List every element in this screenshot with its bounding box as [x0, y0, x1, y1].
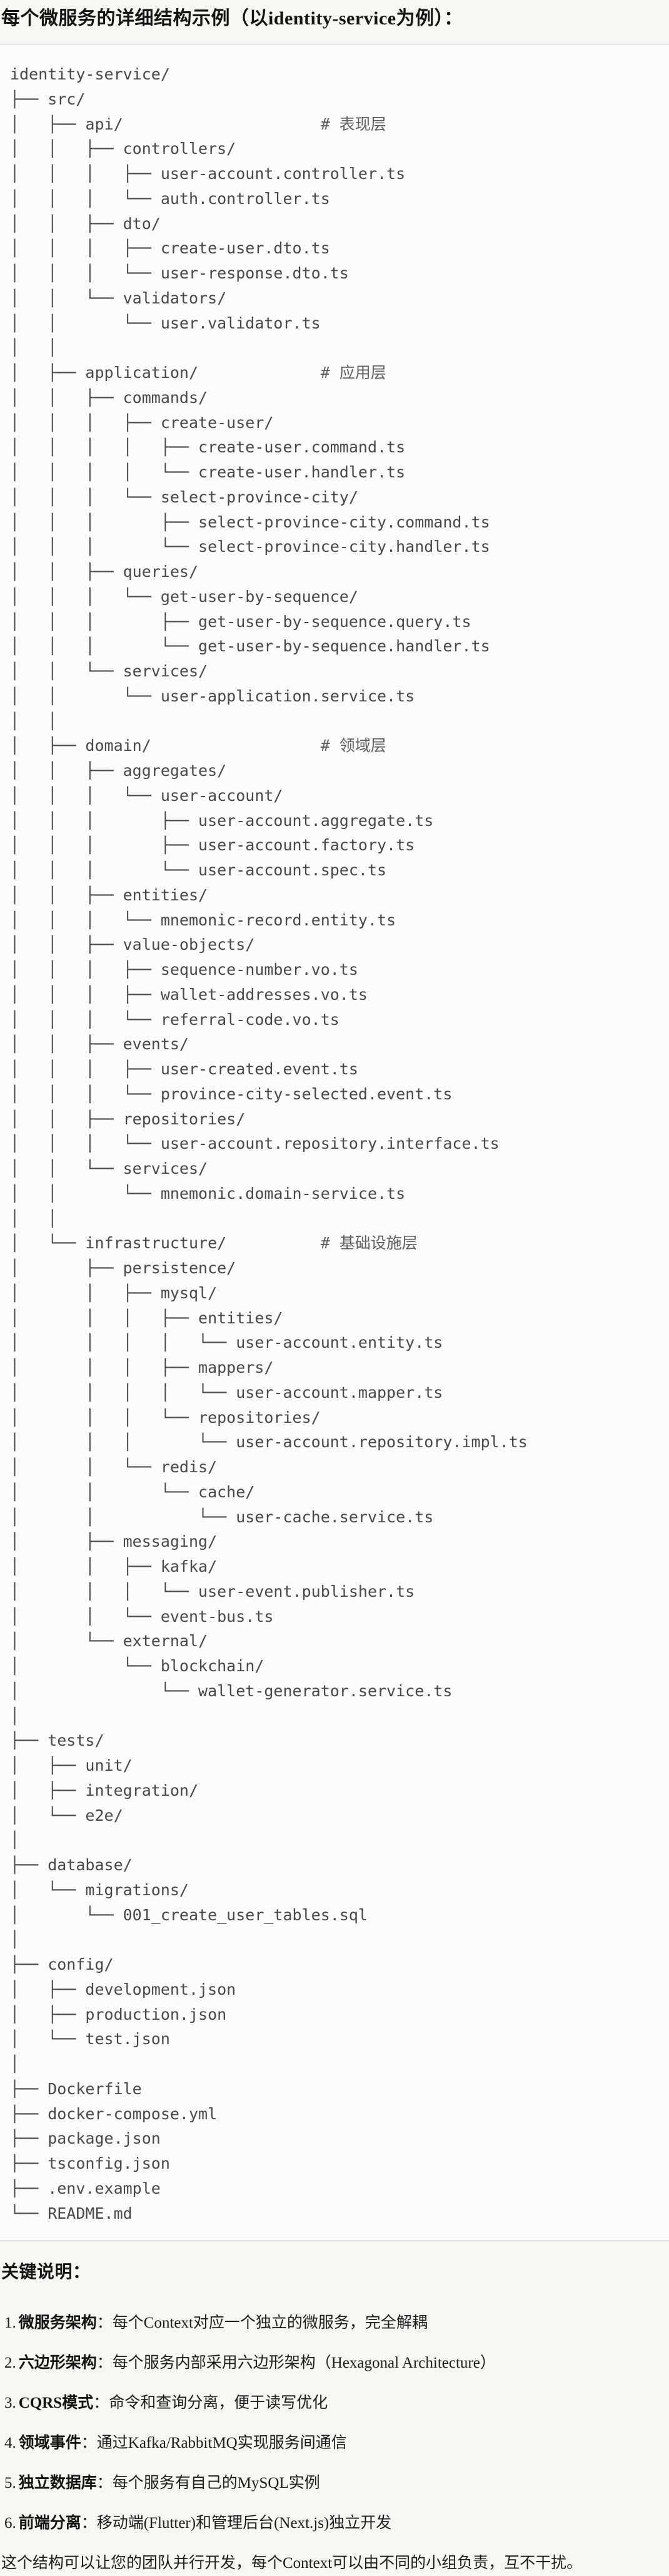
list-item-label: 领域事件: [18, 2435, 81, 2452]
list-item-number: 1.: [4, 2314, 16, 2332]
list-item: 5.独立数据库：每个服务有自己的MySQL实例: [4, 2475, 669, 2492]
list-item-number: 3.: [4, 2395, 16, 2412]
list-item-number: 2.: [4, 2355, 16, 2372]
list-item: 1.微服务架构：每个Context对应一个独立的微服务，完全解耦: [4, 2314, 669, 2331]
list-item: 3.CQRS模式：命令和查询分离，便于读写优化: [4, 2395, 669, 2411]
list-item-text: ：命令和查询分离，便于读写优化: [93, 2395, 328, 2412]
notes-footer: 这个结构可以让您的团队并行开发，每个Context可以由不同的小组负责，互不干扰…: [1, 2555, 583, 2572]
list-item-text: ：移动端(Flutter)和管理后台(Next.js)独立开发: [81, 2515, 392, 2532]
list-item-text: ：每个服务有自己的MySQL实例: [96, 2475, 320, 2492]
list-item-text: ：每个Context对应一个独立的微服务，完全解耦: [96, 2314, 428, 2332]
page-title: 每个微服务的详细结构示例（以identity-service为例）：: [1, 8, 463, 29]
list-item-number: 5.: [4, 2475, 16, 2492]
list-item-text: ：每个服务内部采用六边形架构（Hexagonal Architecture）: [96, 2355, 496, 2372]
list-item-label: CQRS模式: [18, 2395, 94, 2412]
list-item-label: 微服务架构: [18, 2314, 97, 2332]
directory-tree-code-block: identity-service/ ├── src/ │ ├── api/ # …: [0, 44, 669, 2241]
list-item-label: 独立数据库: [18, 2475, 97, 2492]
list-item-number: 4.: [4, 2435, 16, 2452]
list-item: 6.前端分离：移动端(Flutter)和管理后台(Next.js)独立开发: [4, 2515, 669, 2532]
notes-heading: 关键说明：: [1, 2263, 91, 2283]
notes-list: 1.微服务架构：每个Context对应一个独立的微服务，完全解耦 2.六边形架构…: [0, 2314, 669, 2532]
list-item: 2.六边形架构：每个服务内部采用六边形架构（Hexagonal Architec…: [4, 2355, 669, 2371]
list-item-label: 前端分离: [18, 2515, 81, 2532]
list-item-label: 六边形架构: [18, 2355, 97, 2372]
list-item: 4.领域事件：通过Kafka/RabbitMQ实现服务间通信: [4, 2435, 669, 2451]
list-item-number: 6.: [4, 2515, 16, 2532]
list-item-text: ：通过Kafka/RabbitMQ实现服务间通信: [81, 2435, 347, 2452]
